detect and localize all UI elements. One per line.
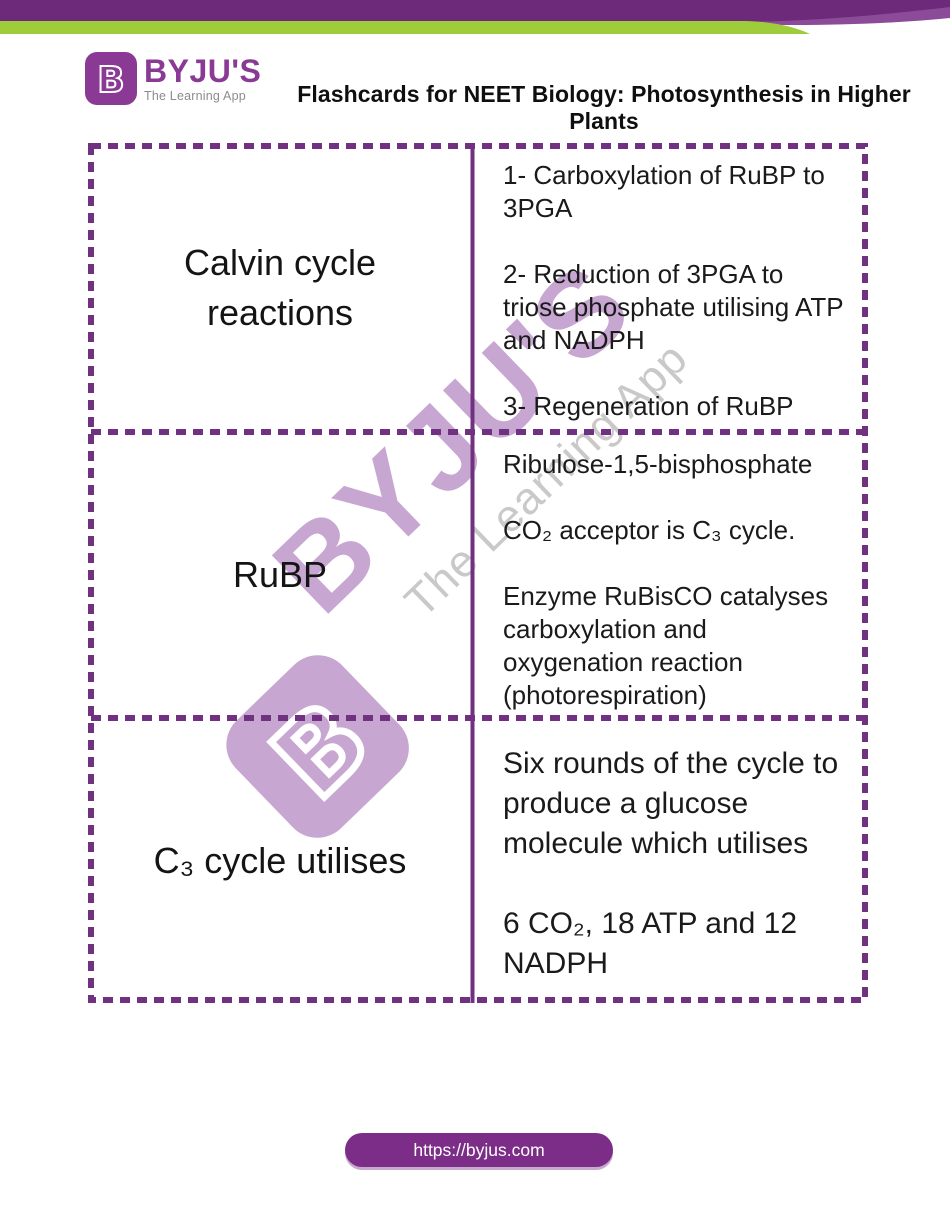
flashcard-term-cell-calvin: Calvin cycle reactions (88, 143, 472, 432)
byjus-logo-badge-icon: B (85, 52, 137, 105)
definition-paragraph: Ribulose-1,5-bisphosphate (503, 449, 813, 479)
flashcard-definition-cell-calvin: 1- Carboxylation of RuBP to 3PGA 2- Redu… (472, 143, 868, 432)
page-title: Flashcards for NEET Biology: Photosynthe… (297, 81, 911, 135)
term-label: C₃ cycle utilises (153, 839, 407, 881)
definition-paragraph: 1- Carboxylation of RuBP to 3PGA (503, 160, 825, 223)
byjus-logo: B BYJU'S The Learning App (85, 52, 261, 105)
flashcard-definition-cell-c3-cycle: Six rounds of the cycle to produce a glu… (472, 718, 868, 1003)
flashcard-term-cell-rubp: RuBP (88, 432, 472, 718)
definition-paragraph: 6 CO₂, 18 ATP and 12 NADPH (503, 907, 798, 980)
definition-paragraph: 3- Regeneration of RuBP (503, 391, 794, 421)
footer-byjus-link[interactable]: https://byjus.com (345, 1133, 613, 1167)
header-wave-decoration (0, 0, 950, 34)
definition-paragraph: CO₂ acceptor is C₃ cycle. (503, 515, 796, 545)
definition-paragraph: 2- Reduction of 3PGA to triose phosphate… (503, 259, 844, 355)
definition-paragraph: Enzyme RuBisCO catalyses carboxylation a… (503, 581, 829, 710)
logo-brand: BYJU'S (144, 52, 262, 89)
flashcard-definition-cell-rubp: Ribulose-1,5-bisphosphate CO₂ acceptor i… (472, 432, 868, 718)
term-label: Calvin cycle reactions (183, 241, 377, 333)
logo-text-block: BYJU'S The Learning App (144, 55, 261, 103)
logo-badge-letter: B (97, 60, 124, 101)
flashcard-table: Calvin cycle reactions 1- Carboxylation … (88, 143, 868, 1003)
term-label: RuBP (232, 554, 328, 596)
logo-tagline: The Learning App (144, 88, 246, 103)
flashcard-term-cell-c3-cycle: C₃ cycle utilises (88, 718, 472, 1003)
definition-paragraph: Six rounds of the cycle to produce a glu… (503, 747, 839, 860)
